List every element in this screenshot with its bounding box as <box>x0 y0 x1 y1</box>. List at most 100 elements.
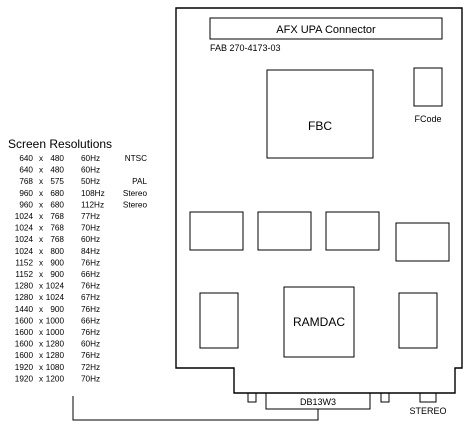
resolution-row: 1024 x 768 60Hz <box>15 235 100 244</box>
resolution-width: 1280 <box>15 282 34 291</box>
resolution-refresh: 76Hz <box>81 351 100 360</box>
resolution-refresh: 60Hz <box>81 166 100 175</box>
resolution-times: x <box>39 270 43 279</box>
resolution-refresh: 66Hz <box>81 316 100 325</box>
ramdac-label: RAMDAC <box>293 315 345 329</box>
resolution-width: 1024 <box>15 224 34 233</box>
resolution-times: x <box>39 258 43 267</box>
resolution-refresh: 76Hz <box>81 282 100 291</box>
afx-upa-connector-label: AFX UPA Connector <box>276 24 376 36</box>
resolution-width: 1600 <box>15 351 34 360</box>
resolution-times: x <box>39 247 43 256</box>
resolution-width: 1152 <box>15 270 33 279</box>
resolution-times: x <box>39 154 43 163</box>
resolution-height: 1024 <box>46 282 65 291</box>
resolution-height: 1024 <box>46 293 65 302</box>
resolution-width: 1024 <box>15 235 34 244</box>
resolution-refresh: 67Hz <box>81 293 100 302</box>
standoff-right <box>380 392 390 403</box>
resolution-refresh: 72Hz <box>81 363 100 372</box>
resolution-width: 960 <box>19 189 33 198</box>
resolution-times: x <box>39 282 43 291</box>
stereo-connector <box>419 392 437 403</box>
resolution-height: 1080 <box>46 363 65 372</box>
resolution-height: 1280 <box>46 340 65 349</box>
resolution-width: 640 <box>19 154 33 163</box>
resolution-height: 575 <box>50 177 64 186</box>
resolution-height: 900 <box>50 270 64 279</box>
fcode-label: FCode <box>414 114 441 124</box>
resolution-width: 1152 <box>15 258 33 267</box>
resolutions-bracket <box>72 396 319 421</box>
resolution-height: 900 <box>50 258 64 267</box>
resolution-times: x <box>39 189 43 198</box>
resolution-times: x <box>39 305 43 314</box>
memory-chip-1 <box>189 211 244 251</box>
support-chip-left <box>199 292 239 349</box>
resolution-width: 1600 <box>15 340 34 349</box>
resolution-times: x <box>39 177 43 186</box>
resolution-refresh: 76Hz <box>81 328 100 337</box>
resolution-width: 1920 <box>15 374 34 383</box>
resolution-width: 768 <box>19 177 33 186</box>
resolution-times: x <box>39 200 43 209</box>
memory-chip-2 <box>257 211 312 251</box>
resolution-times: x <box>39 293 43 302</box>
fbc-label: FBC <box>308 119 332 133</box>
resolution-height: 1200 <box>46 374 65 383</box>
resolution-times: x <box>39 316 43 325</box>
resolution-refresh: 77Hz <box>81 212 100 221</box>
resolution-refresh: 60Hz <box>81 340 100 349</box>
resolution-row: 1152 x 900 66Hz <box>15 270 100 279</box>
resolution-times: x <box>39 374 43 383</box>
resolution-width: 640 <box>19 166 33 175</box>
resolution-note: Stereo <box>123 200 148 209</box>
resolution-times: x <box>39 351 43 360</box>
board-outline <box>175 7 463 394</box>
resolution-times: x <box>39 340 43 349</box>
resolution-width: 1024 <box>15 247 34 256</box>
support-chip-right <box>398 292 438 349</box>
resolution-height: 800 <box>50 247 64 256</box>
memory-chip-4 <box>395 222 450 262</box>
resolution-refresh: 70Hz <box>81 374 100 383</box>
resolution-times: x <box>39 328 43 337</box>
resolution-height: 1000 <box>46 316 65 325</box>
resolution-refresh: 70Hz <box>81 224 100 233</box>
stereo-label: STEREO <box>409 406 446 416</box>
resolution-width: 1600 <box>15 316 34 325</box>
resolution-width: 1440 <box>15 305 34 314</box>
resolution-times: x <box>39 235 43 244</box>
resolution-height: 480 <box>50 166 64 175</box>
resolution-row: 1440 x 900 76Hz <box>15 305 100 314</box>
db13w3-label: DB13W3 <box>300 397 336 407</box>
fab-number-label: FAB 270-4173-03 <box>210 43 281 53</box>
resolution-refresh: 50Hz <box>81 177 100 186</box>
standoff-left <box>247 392 257 403</box>
resolution-times: x <box>39 166 43 175</box>
resolution-height: 1000 <box>46 328 65 337</box>
resolution-height: 768 <box>50 235 64 244</box>
resolution-refresh: 76Hz <box>81 258 100 267</box>
resolution-refresh: 66Hz <box>81 270 100 279</box>
resolution-refresh: 60Hz <box>81 154 100 163</box>
resolution-refresh: 76Hz <box>81 305 100 314</box>
resolution-height: 900 <box>50 305 64 314</box>
resolution-width: 1280 <box>15 293 34 302</box>
resolution-refresh: 108Hz <box>81 189 105 198</box>
resolution-refresh: 60Hz <box>81 235 100 244</box>
resolution-row: 1024 x 800 84Hz <box>15 247 100 256</box>
fcode-chip <box>413 67 443 107</box>
resolution-refresh: 84Hz <box>81 247 100 256</box>
